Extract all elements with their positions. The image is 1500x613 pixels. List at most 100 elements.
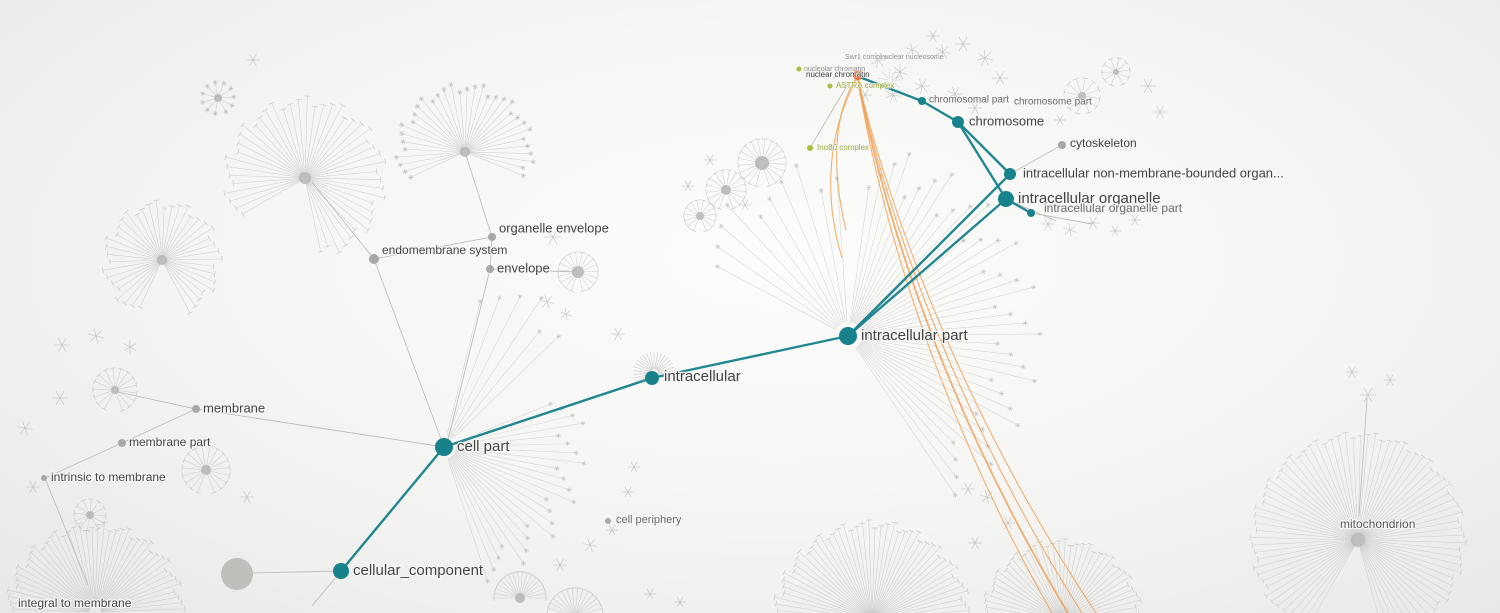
layer-labels: cellular_component cell part intracellular… <box>17 53 1417 611</box>
leaf-cluster <box>628 461 640 473</box>
leaf-cluster <box>683 199 717 233</box>
term-label-intracellular-organelle[interactable]: intracellular organelle <box>1017 189 1162 208</box>
leaf-cluster <box>935 44 951 60</box>
term-label-intracellular-non-membrane-bounded-organelle[interactable]: intracellular non-membrane-bounded organ… <box>1022 164 1285 181</box>
term-label-nucleolar-chromatin[interactable]: nucleolar chromatin <box>803 65 865 73</box>
leaf-cluster <box>968 101 982 115</box>
term-node-ino80-complex[interactable] <box>807 145 813 151</box>
term-node-nuclear-chromatin[interactable] <box>853 70 863 80</box>
graph-edge <box>373 236 493 260</box>
leaf-cluster <box>955 36 971 52</box>
graph-edge <box>1030 212 1093 225</box>
term-label-endomembrane-system[interactable]: endomembrane system <box>381 242 509 258</box>
graph-edge <box>489 236 493 270</box>
leaf-cluster <box>200 79 237 117</box>
term-node-cellular-component[interactable] <box>333 563 349 579</box>
term-node-organelle-envelope[interactable] <box>488 233 496 241</box>
leaf-cluster <box>17 420 33 436</box>
term-label-envelope[interactable]: envelope <box>496 259 551 276</box>
highlight-path-edge <box>846 197 1008 338</box>
term-node-chromosomal-part[interactable] <box>918 97 926 105</box>
highlight-path-edge <box>846 172 1012 338</box>
leaf-cluster <box>737 138 787 188</box>
leaf-cluster <box>1249 432 1467 613</box>
term-node-intracellular-part[interactable] <box>839 327 857 345</box>
term-node-intracellular[interactable] <box>645 371 659 385</box>
leaf-cluster <box>1001 516 1015 530</box>
graph-edge <box>117 391 197 410</box>
leaf-cluster <box>704 154 716 166</box>
term-node-cell-periphery[interactable] <box>605 518 611 524</box>
leaf-cluster <box>682 180 694 192</box>
leaf-cluster <box>223 95 387 255</box>
term-label-membrane-part[interactable]: membrane part <box>128 434 212 450</box>
term-label-integral-to-membrane[interactable]: integral to membrane <box>17 595 133 611</box>
term-label-cytoskeleton[interactable]: cytoskeleton <box>1069 135 1138 151</box>
orange-edge <box>857 79 1097 613</box>
term-node-chromosome[interactable] <box>952 116 964 128</box>
term-label-membrane[interactable]: membrane <box>202 399 267 416</box>
term-label-intrinsic-to-membrane[interactable]: intrinsic to membrane <box>50 469 167 485</box>
term-label-chromosomal-part[interactable]: chromosomal part <box>928 94 1009 106</box>
graph-edge <box>465 154 493 238</box>
graph-edge <box>489 268 579 273</box>
term-label-ino80-complex[interactable]: Ino80 complex <box>816 143 869 153</box>
leaf-cluster <box>633 351 675 383</box>
term-label-cell-part[interactable]: cell part <box>456 437 512 456</box>
term-node-intracellular-organelle-part[interactable] <box>1027 209 1035 217</box>
highlight-path-edge <box>860 76 924 103</box>
layer-edges <box>44 83 1368 607</box>
leaf-cluster <box>544 229 562 245</box>
term-label-nuclear-nucleosome[interactable]: nuclear nucleosome <box>880 53 944 61</box>
graph-edge <box>447 268 491 441</box>
term-node-membrane-part[interactable] <box>118 439 126 447</box>
term-label-intracellular-organelle-part[interactable]: intracellular organelle part <box>1043 200 1184 216</box>
term-label-intracellular-part[interactable]: intracellular part <box>860 326 970 345</box>
leaf-cluster <box>983 538 1142 613</box>
leaf-cluster <box>560 308 572 320</box>
term-label-chromosome-part[interactable]: chromosome part <box>1013 96 1092 108</box>
term-node-intrinsic-to-membrane[interactable] <box>41 475 47 481</box>
term-label-nuclear-chromatin[interactable]: nuclear chromatin <box>805 70 870 80</box>
leaf-cluster <box>1140 78 1156 94</box>
term-node-astra-complex[interactable] <box>827 83 833 89</box>
leaf-cluster <box>858 88 872 102</box>
leaf-cluster <box>968 536 982 550</box>
leaf-cluster <box>714 163 848 330</box>
term-node-intracellular-non-membrane-bounded-organelle[interactable] <box>1004 168 1016 180</box>
term-label-intracellular[interactable]: intracellular <box>663 367 742 386</box>
term-node-cytoskeleton[interactable] <box>1058 141 1066 149</box>
graph-edge <box>44 477 89 586</box>
term-label-astra-complex[interactable]: ASTRA complex <box>835 81 894 91</box>
orange-edge <box>857 79 1053 613</box>
highlight-path-edge <box>650 334 850 380</box>
term-label-swr1-complex[interactable]: Swr1 complex <box>844 53 890 61</box>
term-label-cell-periphery[interactable]: cell periphery <box>615 513 682 526</box>
term-node-nucleolar-chromatin[interactable] <box>796 66 802 72</box>
term-label-chromosome[interactable]: chromosome <box>968 112 1046 129</box>
term-node-intracellular-organelle[interactable] <box>998 191 1014 207</box>
graph-edge <box>44 442 123 479</box>
leaf-cluster <box>493 571 547 603</box>
term-node-endomembrane-system[interactable] <box>369 254 379 264</box>
term-node-envelope[interactable] <box>486 265 494 273</box>
leaf-cluster <box>892 64 908 80</box>
term-label-mitochondrion[interactable]: mitochondrion <box>1339 516 1417 532</box>
leaf-cluster <box>606 524 618 536</box>
graph-edge <box>121 408 197 444</box>
highlight-path-edge <box>920 99 960 124</box>
term-label-cellular-component[interactable]: cellular_component <box>352 561 485 580</box>
leaf-cluster <box>1063 77 1101 115</box>
leaf-cluster <box>88 328 104 344</box>
layer-nodes <box>41 66 1066 579</box>
term-label-organelle-envelope[interactable]: organelle envelope <box>498 219 610 236</box>
term-node-membrane[interactable] <box>192 405 200 413</box>
leaf-cluster <box>739 199 751 211</box>
leaf-cluster <box>1063 223 1077 237</box>
term-node-cell-part[interactable] <box>435 438 453 456</box>
orange-edge <box>857 79 1083 613</box>
leaf-cluster <box>947 86 963 102</box>
leaf-cluster <box>905 43 919 57</box>
